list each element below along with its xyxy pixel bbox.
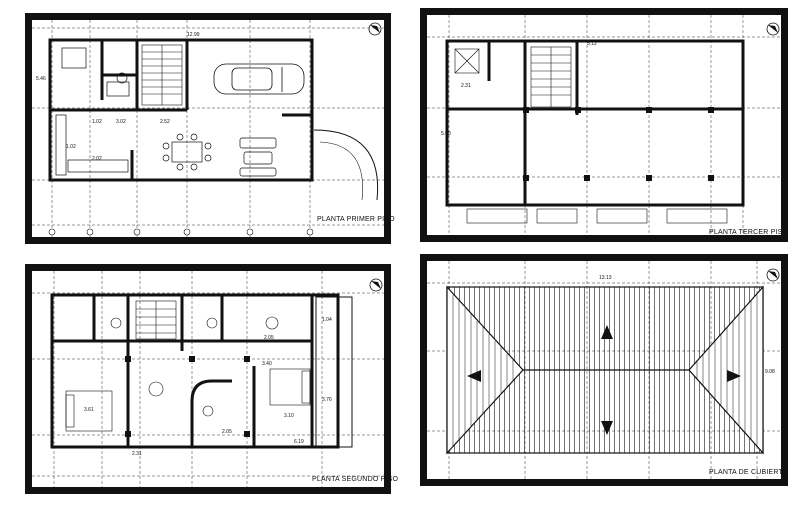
arrow-right-icon xyxy=(727,370,741,382)
tercer-piso-title: PLANTA TERCER PISO xyxy=(709,229,789,236)
dim-3: 2.31 xyxy=(132,451,142,457)
car-icon xyxy=(213,63,305,95)
sheet-cubierta: 13.13 9.08 PLANTA DE CUBIERTA xyxy=(420,254,788,486)
cubierta-title: PLANTA DE CUBIERTA xyxy=(709,469,788,476)
dim-right: 9.08 xyxy=(765,369,775,375)
dim-1: 1.02 xyxy=(92,119,102,125)
dim-2: 5.12 xyxy=(587,41,597,47)
dim-1: 3.61 xyxy=(84,407,94,413)
segundo-piso-plan: 3.61 3.10 2.31 2.05 3.40 1.04 2.05 3.76 … xyxy=(32,271,384,487)
dim-2: 3.10 xyxy=(284,413,294,419)
north-arrow-icon xyxy=(766,22,780,36)
dim-8: 3.76 xyxy=(322,397,332,403)
dim-top: 13.13 xyxy=(599,275,612,281)
north-arrow-icon xyxy=(766,268,780,282)
dim-4: 2.05 xyxy=(222,429,232,435)
dim-6: 1.04 xyxy=(322,317,332,323)
dim-9: 6.19 xyxy=(294,439,304,445)
segundo-piso-title: PLANTA SEGUNDO PISO xyxy=(312,476,399,483)
north-arrow-icon xyxy=(369,278,383,292)
dim-top: 12.99 xyxy=(187,32,200,38)
sheet-tercer-piso: 2.31 5.12 5.00 PLANTA TERCER PISO xyxy=(420,8,788,242)
sheet-segundo-piso: 3.61 3.10 2.31 2.05 3.40 1.04 2.05 3.76 … xyxy=(25,264,398,494)
dim-2: 2.02 xyxy=(92,156,102,162)
north-arrow-icon xyxy=(368,22,382,36)
sheet-primer-piso: 12.99 5.46 1.02 2.02 3.02 2.52 1.02 PLAN… xyxy=(25,13,395,244)
arrow-left-icon xyxy=(467,370,481,382)
dim-3: 3.02 xyxy=(116,119,126,125)
dim-3: 5.00 xyxy=(441,131,451,137)
cubierta-plan: 13.13 9.08 xyxy=(427,261,781,479)
dim-5: 3.40 xyxy=(262,361,272,367)
arrow-down-icon xyxy=(601,421,613,435)
tercer-piso-plan: 2.31 5.12 5.00 xyxy=(427,15,781,235)
dim-left: 5.46 xyxy=(36,76,46,82)
primer-piso-plan: 12.99 5.46 1.02 2.02 3.02 2.52 1.02 xyxy=(32,20,384,237)
arrow-up-icon xyxy=(601,325,613,339)
dim-5: 1.02 xyxy=(66,144,76,150)
dim-4: 2.52 xyxy=(160,119,170,125)
primer-piso-title: PLANTA PRIMER PISO xyxy=(317,216,395,223)
dim-1: 2.31 xyxy=(461,83,471,89)
dim-7: 2.05 xyxy=(264,335,274,341)
